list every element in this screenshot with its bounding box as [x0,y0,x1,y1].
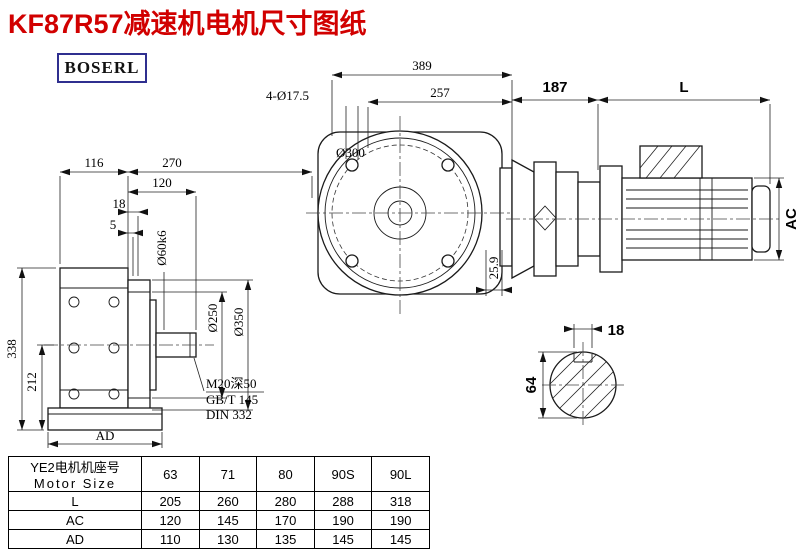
cover-bolt [108,296,120,308]
dim-250-label: Ø250 [205,304,220,333]
dim-257-label: 257 [430,85,450,100]
cell-L-80: 280 [256,491,315,511]
cell-AC-71: 145 [198,510,258,530]
dimension-arrows [18,71,783,448]
gearbox-side-view [44,267,214,431]
bolt-hole [345,158,359,172]
dim-64-label: 64 [523,376,540,393]
dim-key-18-label: 18 [608,322,625,339]
housing-body [59,267,129,409]
dim-25-9-label: 25.9 [486,257,501,280]
cover-bolt [68,388,80,400]
cover-bolt [68,296,80,308]
dim-300-label: Ø300 [336,145,365,160]
table-row-AD: AD 110 130 135 145 145 [8,529,430,549]
dimension-labels: 389 257 187 L AC 4-Ø17.5 Ø300 25.9 116 2… [4,58,800,443]
bolt-hole [345,254,359,268]
cell-AD-80: 135 [256,529,315,549]
dim-L-label: L [679,79,688,96]
cell-AD-71: 130 [198,529,258,549]
table-row-L: L 205 260 280 288 318 [8,491,430,511]
cell-AC-80: 170 [256,510,315,530]
motor-dimension-table: YE2电机机座号 Motor Size 63 71 80 90S 90L L 2… [8,456,430,549]
size-90S: 90S [313,456,373,492]
page-title: KF87R57减速机电机尺寸图纸 [8,9,367,39]
cover-bolt [108,388,120,400]
dim-350-label: Ø350 [231,308,246,337]
table-header-row: YE2电机机座号 Motor Size 63 71 80 90S 90L [8,456,430,492]
standard-din-label: DIN 332 [206,407,252,422]
dim-120-label: 120 [152,175,172,190]
mounting-base [47,407,163,431]
dimension-lines [21,74,780,445]
shaft-end-view [542,342,624,428]
cell-L-63: 205 [141,491,200,511]
dim-60k6-label: Ø60k6 [154,230,169,266]
dim-18-label: 18 [113,196,126,211]
size-63: 63 [141,456,200,492]
table-row-AC: AC 120 145 170 190 190 [8,510,430,530]
cover-bolt [108,342,120,354]
size-80: 80 [256,456,315,492]
cell-AD-63: 110 [141,529,200,549]
cell-L-71: 260 [198,491,258,511]
dim-389-label: 389 [412,58,432,73]
dim-bolt-holes-label: 4-Ø17.5 [266,88,309,103]
boserl-logo: BOSERL [57,53,147,83]
cell-AC-90S: 190 [313,510,373,530]
standard-gbt-label: GB/T 145 [206,392,258,407]
cell-AC-63: 120 [141,510,200,530]
dim-212-label: 212 [24,372,39,392]
row-label-L: L [8,491,142,511]
motor-side-view [506,145,782,280]
cell-L-90L: 318 [371,491,430,511]
dim-AC-label: AC [783,208,800,230]
row-label-AC: AC [8,510,142,530]
dim-116-label: 116 [84,155,104,170]
header-en: Motor Size [33,476,117,491]
cell-AD-90L: 145 [371,529,430,549]
cover-bolt [68,342,80,354]
tap-hole-label: M20深50 [206,376,257,391]
bolt-hole [441,254,455,268]
dim-187-label: 187 [542,79,567,96]
dim-AD-label: AD [96,428,115,443]
extension-lines [17,80,784,448]
row-label-AD: AD [8,529,142,549]
table-header-motor-size: YE2电机机座号 Motor Size [8,456,142,492]
terminal-box [639,145,703,179]
cell-AD-90S: 145 [313,529,373,549]
breather-plug [533,205,557,231]
size-90L: 90L [371,456,430,492]
dim-270-label: 270 [162,155,182,170]
header-cn: YE2电机机座号 [30,460,120,475]
dim-338-label: 338 [4,339,19,359]
cell-AC-90L: 190 [371,510,430,530]
dim-5-label: 5 [110,217,117,232]
cell-L-90S: 288 [313,491,373,511]
size-71: 71 [198,456,258,492]
front-view [306,116,520,316]
bolt-hole [441,158,455,172]
